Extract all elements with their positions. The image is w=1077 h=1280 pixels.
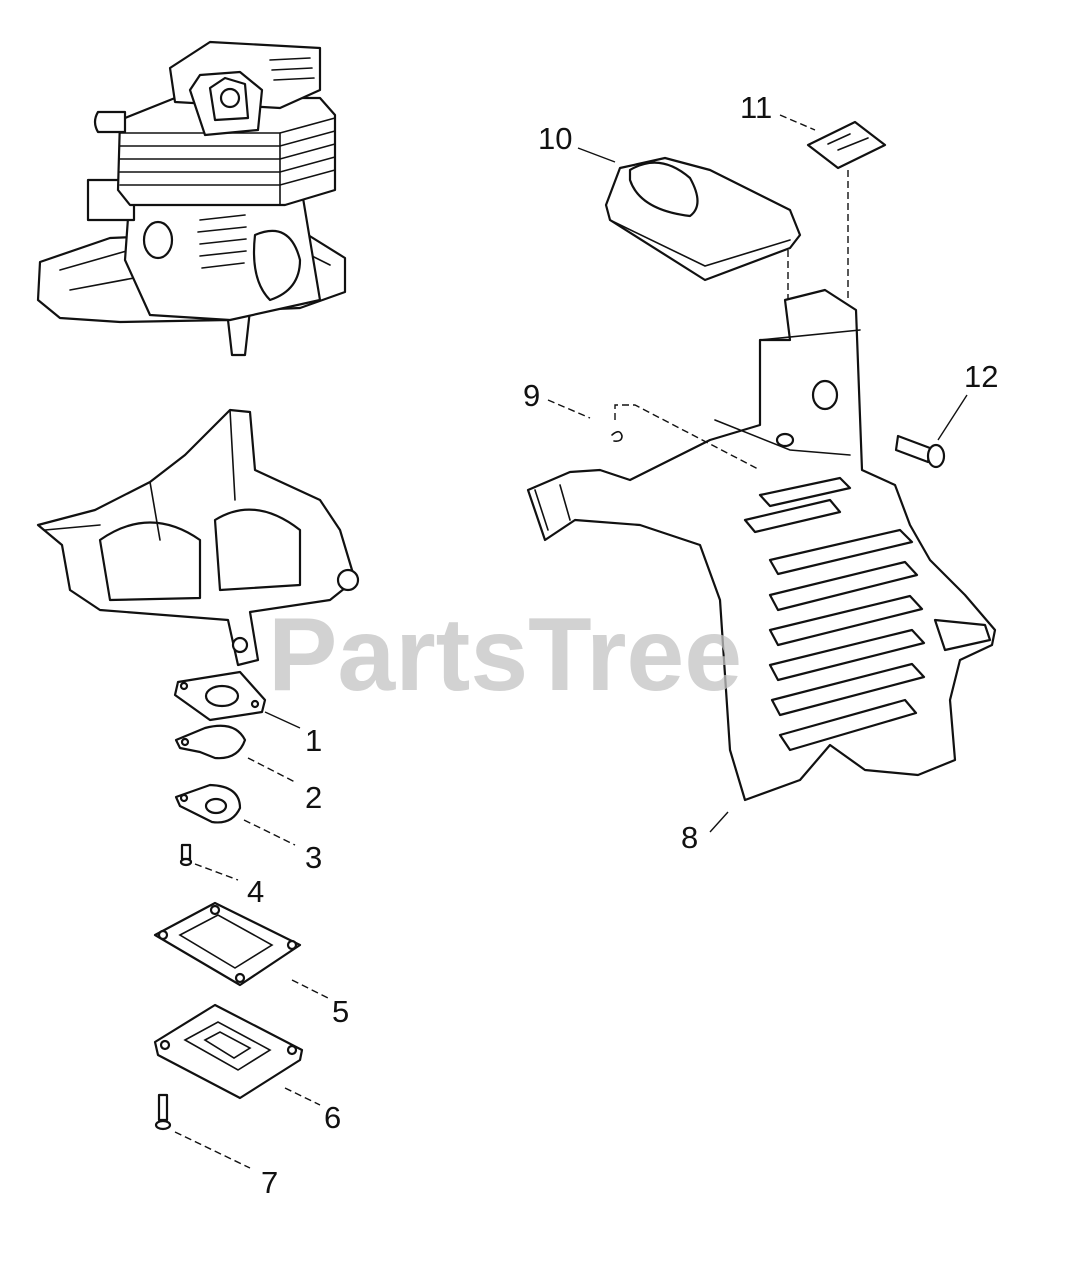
callout-2: 2: [305, 780, 322, 815]
part-11-label: [806, 120, 887, 170]
part-3-stopper: [174, 783, 242, 824]
part-8-engine-cover: [526, 288, 997, 802]
crankcase: [36, 408, 360, 667]
part-4-screw: [179, 843, 193, 867]
callout-8: 8: [681, 820, 698, 855]
part-12-bolt: [894, 434, 946, 469]
part-5-gasket: [153, 901, 302, 987]
callout-9: 9: [523, 378, 540, 413]
callout-7: 7: [261, 1165, 278, 1200]
callout-11: 11: [740, 90, 772, 125]
leader-lines: [174, 114, 968, 1169]
callout-labels: 1 2 3 4 5 6 7 8 9 10 11 12: [247, 90, 998, 1200]
callout-4: 4: [247, 874, 264, 909]
part-10-filter-cover: [604, 156, 802, 282]
part-2-reed: [174, 724, 247, 760]
part-9-nut: [611, 430, 623, 442]
callout-10: 10: [538, 121, 572, 156]
callout-5: 5: [332, 994, 349, 1029]
parts-tree-watermark: PartsTree: [268, 597, 742, 713]
callout-12: 12: [964, 359, 998, 394]
callout-1: 1: [305, 723, 322, 758]
part-1-gasket: [173, 670, 267, 722]
part-6-insulator: [153, 1003, 304, 1100]
part-7-bolt: [154, 1093, 172, 1131]
callout-6: 6: [324, 1100, 341, 1135]
cylinder-assembly: [36, 40, 347, 357]
callout-3: 3: [305, 840, 322, 875]
